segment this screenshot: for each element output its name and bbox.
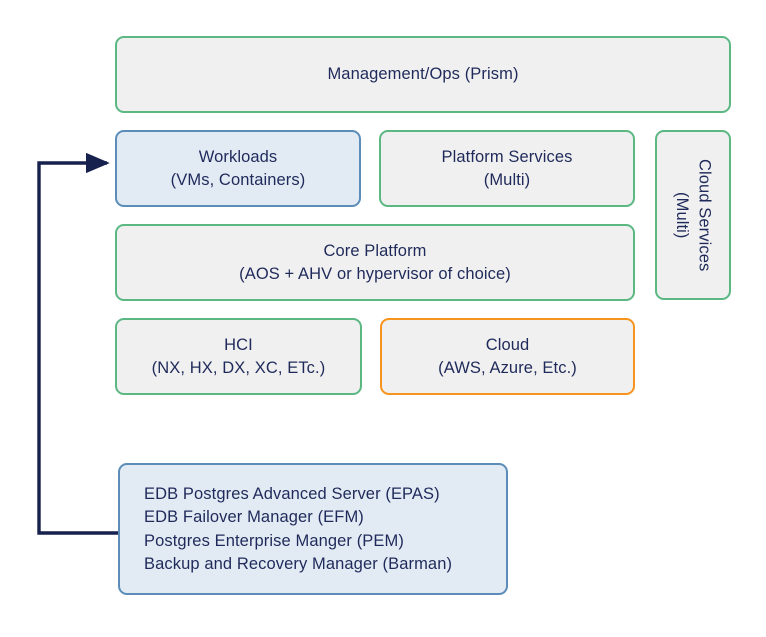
list-item: EDB Failover Manager (EFM)	[144, 508, 364, 527]
list-item: Postgres Enterprise Manger (PEM)	[144, 531, 404, 550]
node-workloads[interactable]: Workloads (VMs, Containers)	[115, 130, 361, 207]
node-cloud[interactable]: Cloud (AWS, Azure, Etc.)	[380, 318, 635, 395]
list-item: EDB Postgres Advanced Server (EPAS)	[144, 484, 440, 503]
node-cloud-services-label: Cloud Services (Multi)	[673, 158, 714, 272]
node-cloud-services[interactable]: Cloud Services (Multi)	[655, 130, 731, 300]
node-management-ops[interactable]: Management/Ops (Prism)	[115, 36, 731, 113]
node-platform-services[interactable]: Platform Services (Multi)	[379, 130, 635, 207]
edb-component-list: EDB Postgres Advanced Server (EPAS) EDB …	[144, 483, 452, 575]
list-item: Backup and Recovery Manager (Barman)	[144, 554, 453, 573]
node-edb-components[interactable]: EDB Postgres Advanced Server (EPAS) EDB …	[118, 463, 508, 595]
edb-to-workloads-arrow	[37, 152, 118, 535]
node-core-platform[interactable]: Core Platform (AOS + AHV or hypervisor o…	[115, 224, 635, 301]
node-hci[interactable]: HCI (NX, HX, DX, XC, ETc.)	[115, 318, 362, 395]
